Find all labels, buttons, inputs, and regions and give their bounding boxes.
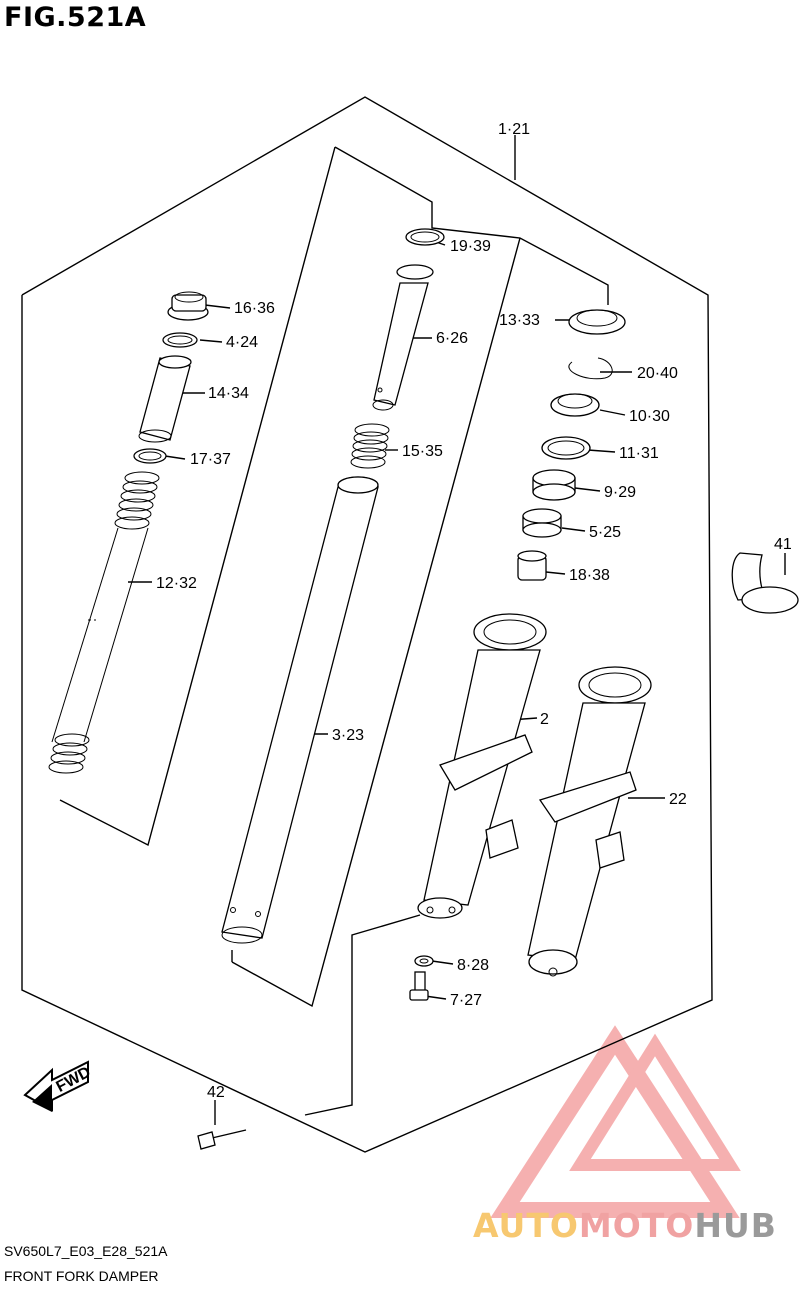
- damper-bolt-7: [409, 971, 429, 1001]
- watermark-part-moto: MOTO: [578, 1206, 695, 1245]
- fork-spring-12: [48, 471, 160, 774]
- callout-7-27: 7·27: [450, 992, 482, 1009]
- inner-tube-3: [221, 476, 379, 944]
- callout-12-32: 12·32: [156, 575, 197, 592]
- callout-14-34: 14·34: [208, 385, 249, 402]
- callout-2: 2: [540, 711, 549, 728]
- rebound-spring-15: [350, 423, 390, 469]
- watermark-part-hub: HUB: [694, 1206, 777, 1245]
- callout-5-25: 5·25: [589, 524, 621, 541]
- callout-18-38: 18·38: [569, 567, 610, 584]
- washer-17: [133, 448, 167, 464]
- callout-8-28: 8·28: [457, 957, 489, 974]
- callout-17-37: 17·37: [190, 451, 231, 468]
- callout-42: 42: [207, 1084, 225, 1101]
- callout-9-29: 9·29: [604, 484, 636, 501]
- callout-22: 22: [669, 791, 687, 808]
- callout-1-21: 1·21: [498, 121, 530, 138]
- diagram-title: FRONT FORK DAMPER: [4, 1268, 159, 1284]
- washer-11: [541, 436, 591, 460]
- callout-11-31: 11·31: [619, 445, 659, 462]
- spacer-14: [138, 355, 192, 443]
- clip-20: [568, 357, 613, 380]
- callout-19-39: 19·39: [450, 238, 491, 255]
- watermark-part-auto: AUTO: [473, 1206, 579, 1245]
- callout-15-35: 15·35: [402, 443, 443, 460]
- model-code: SV650L7_E03_E28_521A: [4, 1243, 168, 1259]
- gasket-8: [414, 955, 434, 967]
- callout-16-36: 16·36: [234, 300, 275, 317]
- damper-boundary-right: [231, 237, 521, 1008]
- callout-4-24: 4·24: [226, 334, 258, 351]
- callout-41: 41: [774, 536, 792, 553]
- dust-seal-13: [568, 309, 626, 335]
- watermark-text: AUTOMOTOHUB: [473, 1206, 777, 1245]
- damper-boundary-left: [59, 146, 336, 847]
- callout-3-23: 3·23: [332, 727, 364, 744]
- fwd-arrow-icon: [23, 1060, 89, 1112]
- cap-bolt-16: [167, 291, 209, 321]
- damper-boundary: [334, 146, 609, 305]
- fork-guard-41: [731, 552, 799, 614]
- snap-ring-19: [405, 228, 445, 246]
- callout-6-26: 6·26: [436, 330, 468, 347]
- figure-title: FIG.521A: [4, 2, 147, 33]
- assembly-boundary: [21, 96, 713, 1153]
- o-ring-4: [162, 332, 198, 348]
- outer-tube-2: [417, 613, 547, 919]
- damper-rod-6: [372, 264, 434, 411]
- bushing-9: [532, 469, 576, 501]
- oil-seal-10: [550, 393, 600, 417]
- oil-lock-piece-18: [517, 550, 547, 581]
- callout-20-40: 20·40: [637, 365, 678, 382]
- callout-10-30: 10·30: [629, 408, 670, 425]
- callout-13-33: 13·33: [499, 312, 540, 329]
- watermark-logo: [490, 1025, 741, 1218]
- bolt-42: [197, 1129, 247, 1150]
- bushing-5: [522, 508, 562, 538]
- outer-tube-22: [527, 666, 652, 977]
